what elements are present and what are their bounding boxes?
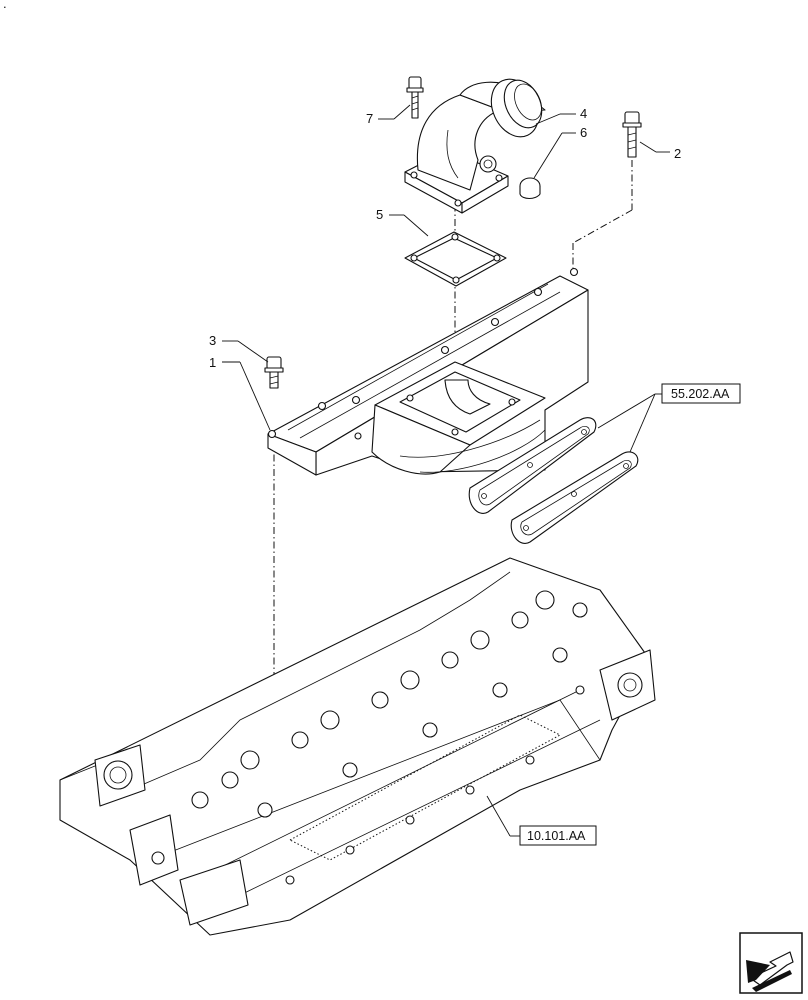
screw-part-7[interactable] [406,76,424,119]
long-screw-part-2[interactable] [622,111,642,158]
callout-number-5: 5 [376,207,383,222]
arrow-navigation-icon[interactable] [739,932,803,994]
manifold-gaskets[interactable] [468,417,639,544]
reference-cylinder-head[interactable]: 10.101.AA [486,795,597,846]
callout-number-3: 3 [209,333,216,348]
callout-1: 1 [209,355,271,431]
callout-number-1: 1 [209,355,216,370]
callout-number-2: 2 [674,146,681,161]
callout-number-6: 6 [580,125,587,140]
reference-label-cylinder-head[interactable]: 10.101.AA [527,829,586,843]
head-bolt-holes [285,685,585,885]
valve-ports [191,590,588,818]
callout-number-7: 7 [366,111,373,126]
callout-number-4: 4 [580,106,587,121]
callout-2: 2 [639,141,681,161]
plug-part-6[interactable] [519,177,541,200]
callout-5: 5 [376,207,429,237]
callout-3: 3 [209,333,269,363]
intake-manifold-part-1[interactable] [267,267,589,476]
cylinder-head[interactable] [59,557,656,936]
callout-4: 4 [535,106,587,125]
gasket-part-5[interactable] [404,231,507,287]
reference-label-gasket[interactable]: 55.202.AA [671,387,730,401]
reference-box-gasket[interactable] [661,383,741,404]
callout-6: 6 [533,125,587,179]
inlet-elbow-part-4[interactable] [404,72,549,214]
callout-7: 7 [366,104,411,126]
reference-gasket[interactable]: 55.202.AA [597,383,741,453]
corner-mark: . [3,0,7,11]
screw-part-3[interactable] [264,356,284,389]
reference-box-cylinder-head[interactable] [519,825,597,846]
